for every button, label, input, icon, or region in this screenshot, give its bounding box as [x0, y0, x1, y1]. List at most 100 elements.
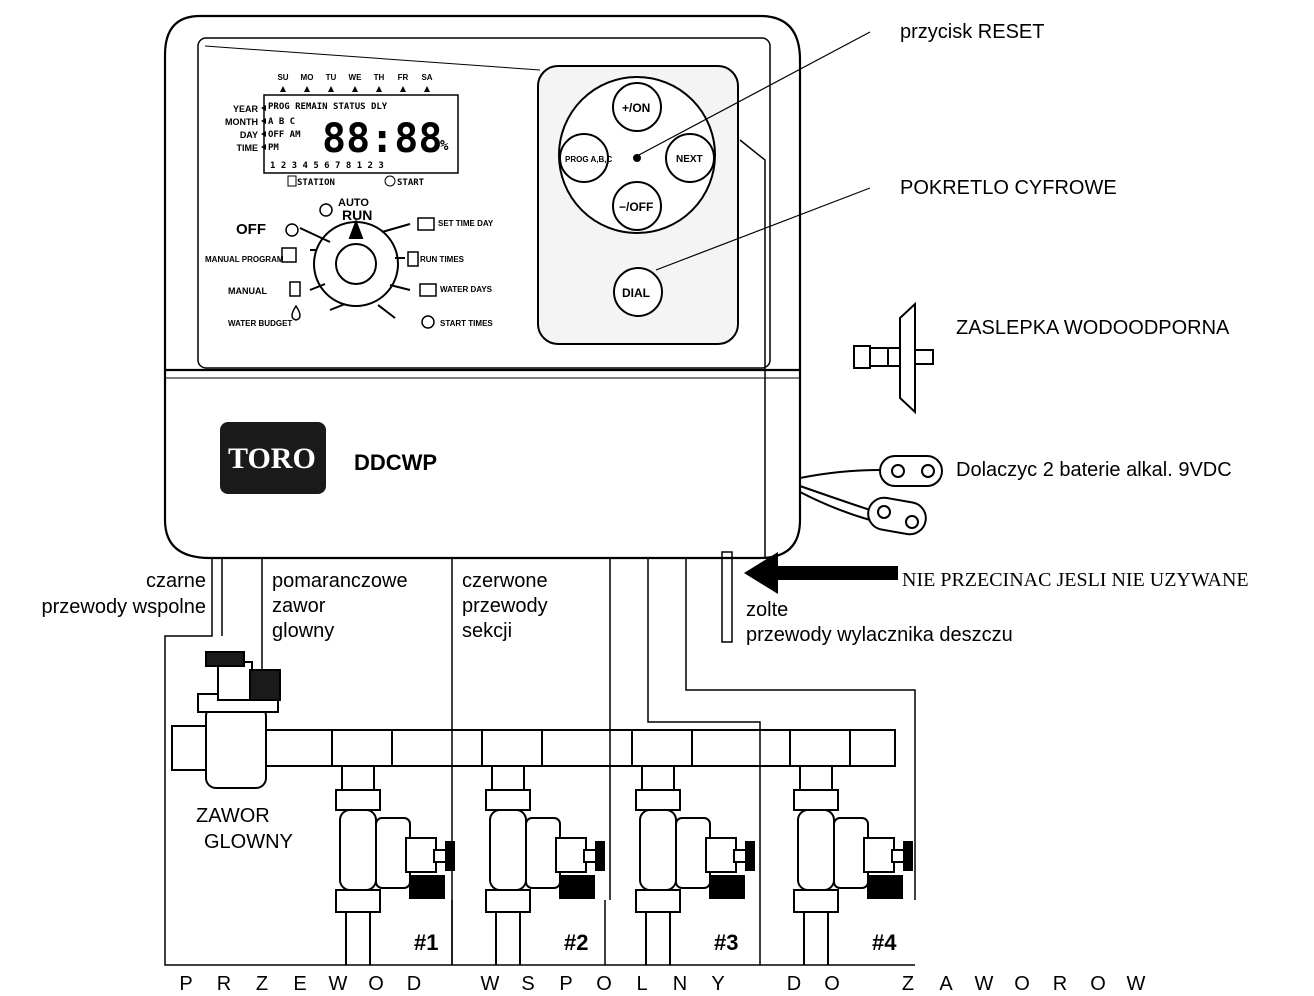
common-wire-letter: O: [368, 973, 384, 995]
row-arrow: [261, 105, 266, 111]
day-arrow: [424, 86, 430, 92]
day-label-mo: MO: [301, 73, 314, 82]
plus-on-button[interactable]: [612, 82, 662, 132]
calendar-icon: [417, 217, 435, 231]
plus-on-label: +/ON: [622, 101, 650, 115]
label-reset: przycisk RESET: [900, 21, 1044, 43]
next-button[interactable]: [665, 133, 715, 183]
station-valve: #1: [331, 729, 455, 965]
row-arrow: [261, 118, 266, 124]
control-buttons: [559, 82, 715, 317]
auto-clock-icon: [319, 203, 333, 217]
day-label-we: WE: [349, 73, 363, 82]
dial-auto: AUTO: [338, 197, 369, 209]
reset-button[interactable]: [633, 154, 641, 162]
do-not-cut-arrow: [744, 552, 898, 594]
day-arrow: [352, 86, 358, 92]
row-arrow: [261, 131, 266, 137]
label-red-1: czerwone: [462, 570, 548, 592]
callout-lines: [636, 31, 871, 271]
dial-water-days: WATER DAYS: [440, 285, 493, 294]
dial-set-time-day: SET TIME DAY: [438, 219, 494, 228]
wires: [164, 551, 916, 966]
day-arrow: [400, 86, 406, 92]
lcd-station: STATION: [297, 178, 335, 188]
common-wire-letter: O: [824, 973, 840, 995]
prog-button[interactable]: [559, 133, 609, 183]
station-number-4: #4: [872, 930, 897, 955]
dial-start-times: START TIMES: [440, 319, 493, 328]
common-wire-letter: A: [939, 973, 953, 995]
dial-run-times: RUN TIMES: [420, 255, 465, 264]
master-valve-body: [205, 705, 267, 789]
day-label-fr: FR: [398, 73, 409, 82]
hand-icon: [289, 281, 301, 297]
day-label-su: SU: [277, 73, 288, 82]
label-waterproof-plug: ZASLEPKA WODOODPORNA: [956, 317, 1230, 339]
lcd-code-pm: PM: [268, 143, 279, 153]
minus-off-label: −/OFF: [619, 200, 653, 214]
dial-manual-program: MANUAL PROGRAM: [205, 255, 284, 264]
display-panel: [197, 37, 771, 369]
common-wire-letter: W: [1127, 973, 1146, 995]
next-label: NEXT: [676, 154, 703, 165]
station-valve: #3: [631, 729, 755, 965]
station-number-2: #2: [564, 930, 588, 955]
station-valves: #1 #2 #3 #4: [331, 729, 913, 965]
label-orange-2: zawor: [272, 595, 326, 617]
label-red-2: przewody: [462, 595, 548, 617]
minus-off-button[interactable]: [612, 181, 662, 231]
station-valve: #2: [481, 729, 605, 965]
label-orange-3: glowny: [272, 620, 334, 642]
common-wire-letter: S: [521, 973, 534, 995]
lcd-code-offam: OFF AM: [268, 130, 301, 140]
label-yellow-2: przewody wylacznika deszczu: [746, 624, 1013, 646]
common-wire-letter: P: [559, 973, 572, 995]
common-wire-letter: O: [1014, 973, 1030, 995]
toro-logo: TORO: [220, 422, 326, 494]
dial-labels: AUTO RUN OFF MANUAL PROGRAM MANUAL WATER…: [205, 197, 494, 329]
common-wire-letter: R: [217, 973, 231, 995]
prog-label: PROG A,B,C: [565, 155, 612, 164]
dial-off: OFF: [236, 221, 266, 238]
station-valve: #4: [789, 729, 913, 965]
manual-program-icon: [281, 247, 297, 263]
dial-label: DIAL: [622, 286, 650, 300]
day-label-tu: TU: [326, 73, 337, 82]
station-number-3: #3: [714, 930, 738, 955]
label-master-valve-2: GLOWNY: [204, 831, 293, 853]
mode-dial[interactable]: [299, 219, 411, 319]
common-wire-letter: E: [293, 973, 306, 995]
common-wire-letter: N: [673, 973, 687, 995]
lcd-row-time: TIME: [237, 143, 259, 153]
common-wire-letter: L: [636, 973, 647, 995]
day-arrow: [304, 86, 310, 92]
station-number-1: #1: [414, 930, 438, 955]
dial-water-budget: WATER BUDGET: [228, 319, 292, 328]
lcd-code-abc: A B C: [268, 117, 295, 127]
lcd-percent: %: [440, 138, 449, 154]
label-do-not-cut: NIE PRZECINAC JESLI NIE UZYWANE: [902, 569, 1249, 591]
label-orange-1: pomaranczowe: [272, 570, 408, 592]
station-icon: [287, 175, 297, 187]
battery-connectors: [799, 455, 943, 536]
lcd-numbers: 1 2 3 4 5 6 7 8 1 2 3: [270, 161, 384, 171]
label-digital-dial: POKRETLO CYFROWE: [900, 177, 1117, 199]
label-yellow-1: zolte: [746, 599, 788, 621]
label-red-3: sekcji: [462, 620, 512, 642]
waterproof-plug: [853, 301, 934, 415]
common-wire-letter: O: [1090, 973, 1106, 995]
label-battery: Dolaczyc 2 baterie alkal. 9VDC: [956, 459, 1232, 481]
dial-button[interactable]: [613, 267, 663, 317]
label-black-common-2: przewody wspolne: [41, 596, 206, 618]
common-wire-letter: O: [596, 973, 612, 995]
common-wire-letter: W: [329, 973, 348, 995]
lcd-start: START: [397, 178, 425, 188]
common-wire-letter: Y: [711, 973, 724, 995]
common-wire-letter: P: [179, 973, 192, 995]
lcd-row-year: YEAR: [233, 104, 259, 114]
lcd-row-day: DAY: [240, 130, 258, 140]
water-days-icon: [419, 283, 437, 297]
